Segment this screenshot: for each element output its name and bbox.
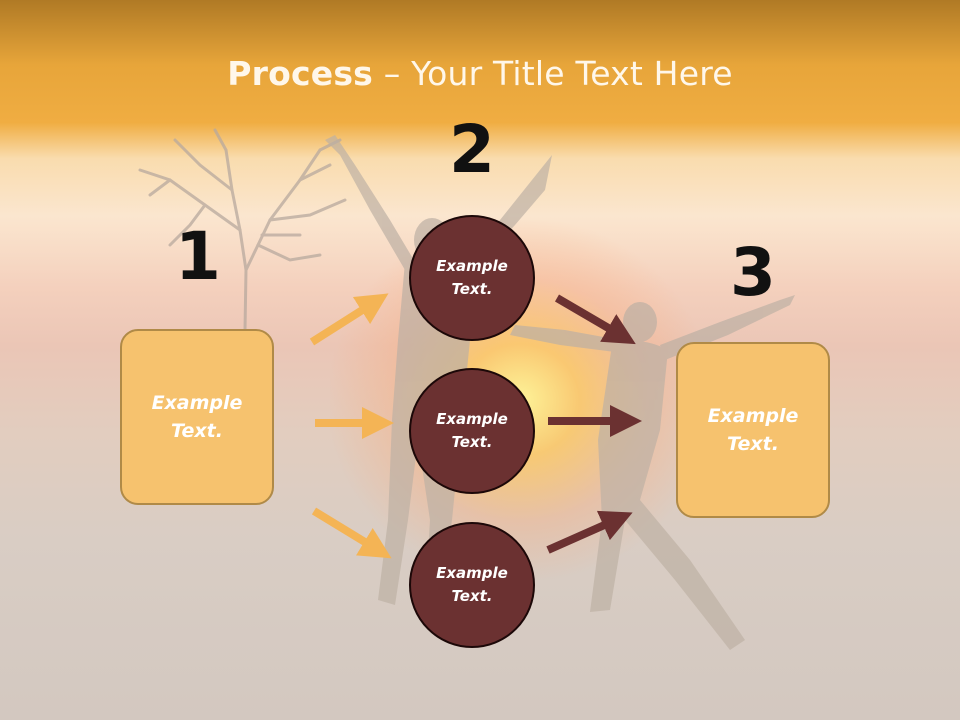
process-circle-middle: Example Text. [409, 368, 535, 494]
title-bold: Process [227, 54, 374, 93]
circle-text: Example Text. [436, 256, 508, 298]
process-circle-top: Example Text. [409, 215, 535, 341]
tree-silhouette [138, 128, 347, 332]
right-text-box: Example Text. [676, 342, 830, 518]
process-circle-bottom: Example Text. [409, 522, 535, 648]
right-arrow-icon [554, 294, 636, 345]
right-arrow-icon [309, 293, 389, 346]
left-text-box: Example Text. [120, 329, 274, 505]
right-arrow-icon [311, 507, 392, 559]
left-box-text: Example Text. [151, 391, 243, 443]
circle-text: Example Text. [436, 409, 508, 451]
right-box-text: Example Text. [707, 404, 799, 456]
step-number-3: 3 [730, 234, 776, 311]
title-rest: – Your Title Text Here [373, 54, 733, 93]
right-arrow-icon [546, 510, 633, 554]
slide-title: Process – Your Title Text Here [0, 54, 960, 93]
circle-text: Example Text. [436, 563, 508, 605]
step-number-1: 1 [175, 218, 221, 295]
step-number-2: 2 [449, 111, 495, 188]
